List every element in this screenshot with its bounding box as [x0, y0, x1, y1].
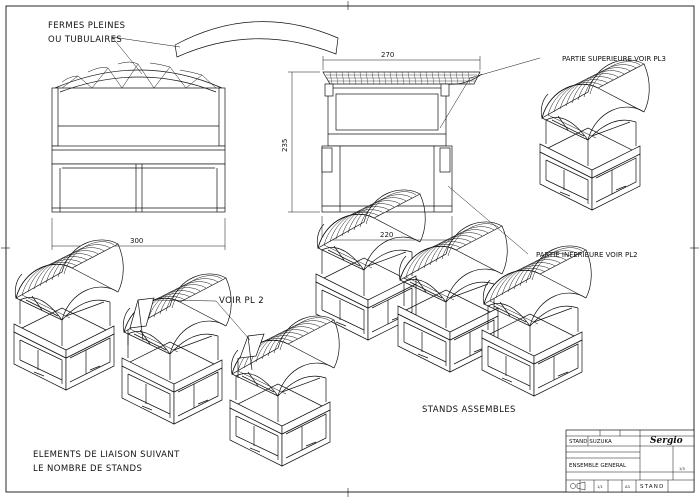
- sheet-border: [5, 5, 695, 493]
- label-elements-line1: ELEMENTS DE LIAISON SUIVANT: [33, 450, 180, 460]
- title-sheet: 1/3: [679, 467, 685, 471]
- label-fermes-line1: FERMES PLEINES: [48, 21, 125, 31]
- title-block: STAND SUZUKA Sergio ENSEMBLE GENERAL 1/3…: [565, 429, 695, 493]
- truss-arc-detail: [174, 21, 339, 58]
- dim-side-top-width: 270: [381, 51, 394, 59]
- title-designer-logo: Sergio: [650, 436, 683, 446]
- label-stands-assembles: STANDS ASSEMBLES: [422, 405, 516, 415]
- iso-single-stand: [539, 59, 650, 211]
- title-project: STAND SUZUKA: [569, 439, 612, 445]
- label-voir-pl2: VOIR PL 2: [219, 296, 264, 306]
- dim-side-height: 235: [281, 139, 289, 152]
- dim-front-width: 300: [130, 237, 143, 245]
- iso-assembled-stands: [315, 189, 592, 397]
- label-fermes-line2: OU TUBULAIRES: [48, 35, 122, 45]
- footer-name: STAND: [640, 484, 665, 490]
- label-elements-line2: LE NOMBRE DE STANDS: [33, 464, 142, 474]
- front-roof-truss: [54, 69, 223, 89]
- front-elevation: 300: [51, 21, 339, 250]
- connector-elements: [127, 297, 265, 378]
- footer-scale: 1/1: [597, 485, 603, 489]
- leader-lines: [111, 36, 541, 341]
- label-partie-superieure: PARTIE SUPERIEURE VOIR PL3: [562, 55, 666, 63]
- dim-side-base-width: 220: [380, 231, 393, 239]
- label-partie-inferieure: PARTIE INFERIEURE VOIR PL2: [536, 251, 638, 259]
- projection-symbol-icon: [570, 481, 586, 491]
- iso-separate-stands: [13, 239, 340, 467]
- annotation-labels: FERMES PLEINES OU TUBULAIRES PARTIE SUPE…: [33, 21, 666, 474]
- title-designation: ENSEMBLE GENERAL: [569, 463, 627, 469]
- footer-format: A3: [625, 485, 630, 489]
- side-elevation: 270 235 220: [281, 51, 483, 244]
